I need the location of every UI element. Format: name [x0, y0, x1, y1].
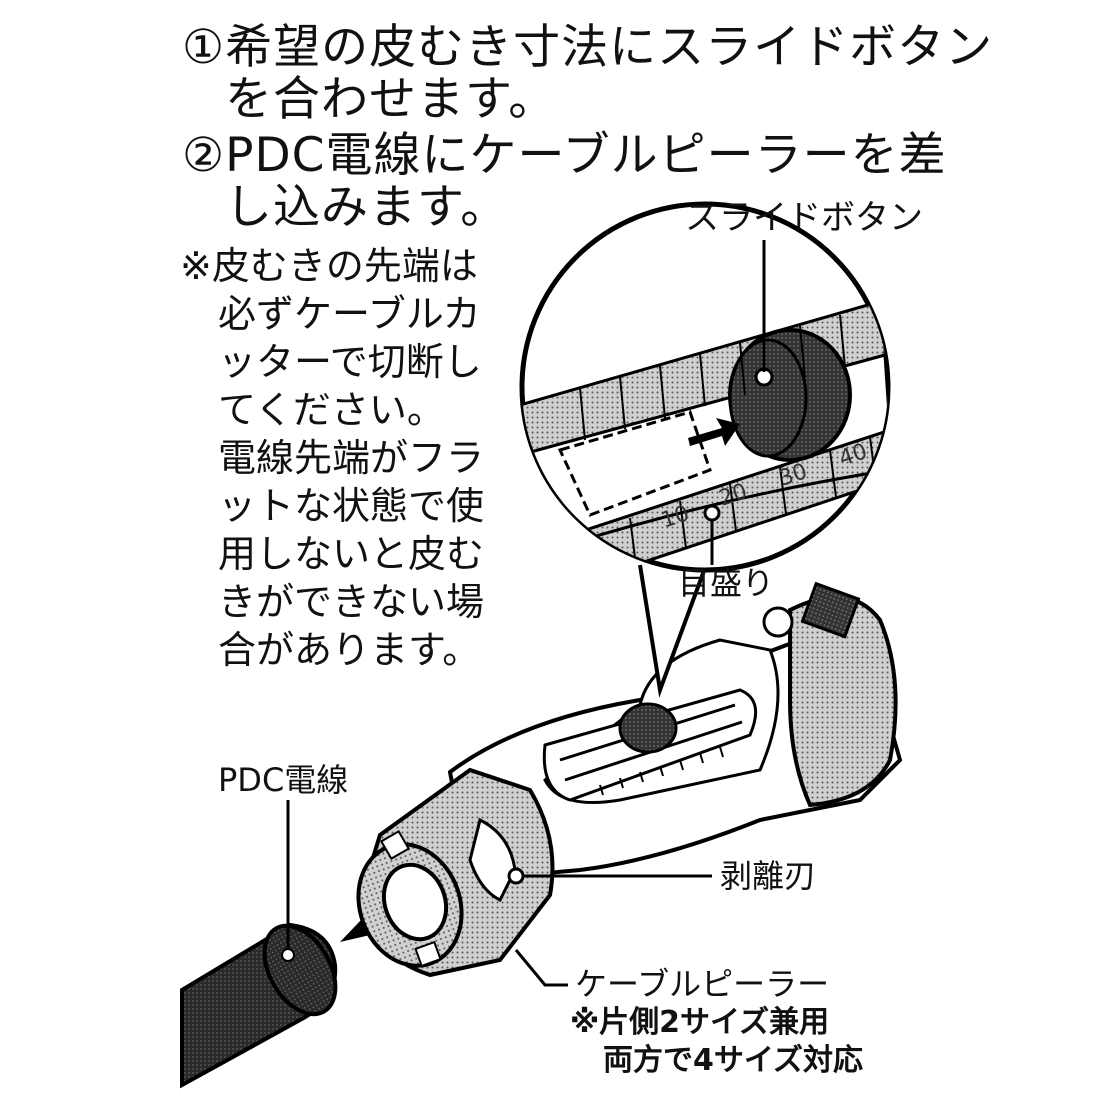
peeler-note-line-2: 両方で4サイズ対応 [603, 1043, 863, 1078]
note-line-7: きができない場 [218, 580, 485, 624]
slide-button-label: スライドボタン [685, 198, 923, 238]
note-line-0: ※皮むきの先端は [180, 244, 478, 288]
note-line-8: 合があります。 [218, 628, 481, 672]
tool-body [447, 581, 903, 883]
zoom-callout: 40 30 20 10 [519, 201, 891, 698]
step2-line2: し込みます。 [225, 180, 509, 235]
step1-line1: ①希望の皮むき寸法にスライドボタン [182, 20, 994, 75]
step1-line2: を合わせます。 [225, 72, 557, 127]
peeler-note-line-1: ※片側2サイズ兼用 [570, 1005, 830, 1040]
step2-line1: ②PDC電線にケーブルピーラーを差 [182, 128, 947, 183]
stripping-blade-label: 剥離刃 [720, 857, 817, 895]
note-line-4: 電線先端がフラ [218, 436, 485, 480]
cable-peeler-label: ケーブルピーラー [575, 965, 830, 1003]
peeler-head [356, 767, 555, 978]
scale-label: 目盛り [678, 564, 775, 602]
note-line-6: 用しないと皮む [218, 532, 485, 576]
note-line-5: ットな状態で使 [218, 484, 485, 528]
pdc-wire-label: PDC電線 [218, 761, 349, 799]
note-line-2: ッターで切断し [218, 340, 482, 384]
pdc-wire [180, 922, 338, 1089]
note-line-3: てください。 [218, 388, 445, 432]
leader-lines [286, 240, 766, 987]
note-line-1: 必ずケーブルカ [218, 292, 481, 336]
